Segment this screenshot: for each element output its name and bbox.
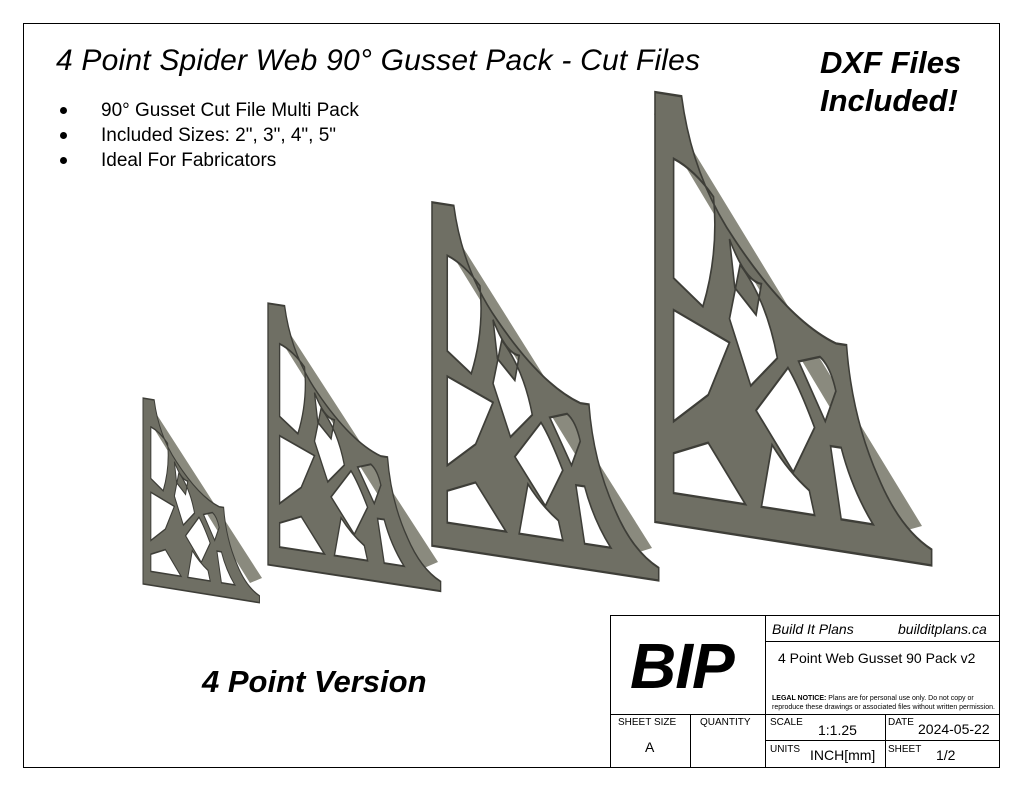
- title-block-divider: [765, 615, 766, 768]
- page-title: 4 Point Spider Web 90° Gusset Pack - Cut…: [56, 44, 701, 77]
- scale-value: 1:1.25: [818, 722, 857, 738]
- drawing-border: [23, 23, 1000, 768]
- gusset-5-inch: [654, 92, 932, 565]
- dxf-callout-line-1: DXF Files: [820, 45, 962, 80]
- legal-notice-label: LEGAL NOTICE:: [772, 695, 827, 702]
- gusset-3-inch: [266, 302, 442, 593]
- units-value: INCH[mm]: [810, 747, 876, 763]
- title-block-divider: [766, 641, 1000, 642]
- company-name: Build It Plans: [772, 621, 854, 637]
- sheet-size-value: A: [645, 739, 655, 755]
- sheet-size-label: SHEET SIZE: [618, 717, 677, 728]
- version-label: 4 Point Version: [202, 664, 427, 699]
- title-block-divider: [885, 714, 886, 768]
- list-item-text: 90° Gusset Cut File Multi Pack: [101, 100, 359, 121]
- units-label: UNITS: [770, 744, 800, 755]
- title-block-border: [610, 615, 1000, 616]
- sheet-label: SHEET: [888, 744, 922, 755]
- bullet-icon: [60, 107, 67, 114]
- sheet-number: 1/2: [936, 747, 956, 763]
- drawing-name: 4 Point Web Gusset 90 Pack v2: [778, 650, 976, 666]
- title-block: BIP Build It Plans builditplans.ca 4 Poi…: [610, 615, 1000, 768]
- gusset-2-inch: [142, 397, 262, 604]
- dxf-callout: DXF Files Included!: [820, 44, 961, 120]
- gusset-4-inch: [430, 200, 661, 583]
- bullet-icon: [60, 132, 67, 139]
- legal-notice-text: Plans are for personal use only. Do not …: [772, 695, 995, 711]
- feature-list: 90° Gusset Cut File Multi Pack Included …: [58, 98, 359, 173]
- legal-notice: LEGAL NOTICE: Plans are for personal use…: [772, 694, 996, 712]
- list-item: Ideal For Fabricators: [58, 148, 359, 173]
- list-item: Included Sizes: 2", 3", 4", 5": [58, 123, 359, 148]
- list-item-text: Ideal For Fabricators: [101, 150, 277, 171]
- dxf-callout-line-2: Included!: [820, 83, 958, 118]
- date-value: 2024-05-22: [918, 721, 990, 737]
- title-block-divider: [766, 740, 1000, 741]
- bullet-icon: [60, 157, 67, 164]
- quantity-label: QUANTITY: [700, 717, 751, 728]
- list-item: 90° Gusset Cut File Multi Pack: [58, 98, 359, 123]
- scale-label: SCALE: [770, 717, 803, 728]
- list-item-text: Included Sizes: 2", 3", 4", 5": [101, 125, 337, 146]
- title-block-divider: [690, 714, 691, 768]
- title-block-divider: [610, 714, 1000, 715]
- bip-logo: BIP: [630, 630, 735, 702]
- company-website: builditplans.ca: [898, 621, 987, 637]
- title-block-border: [610, 615, 611, 768]
- date-label: DATE: [888, 717, 914, 728]
